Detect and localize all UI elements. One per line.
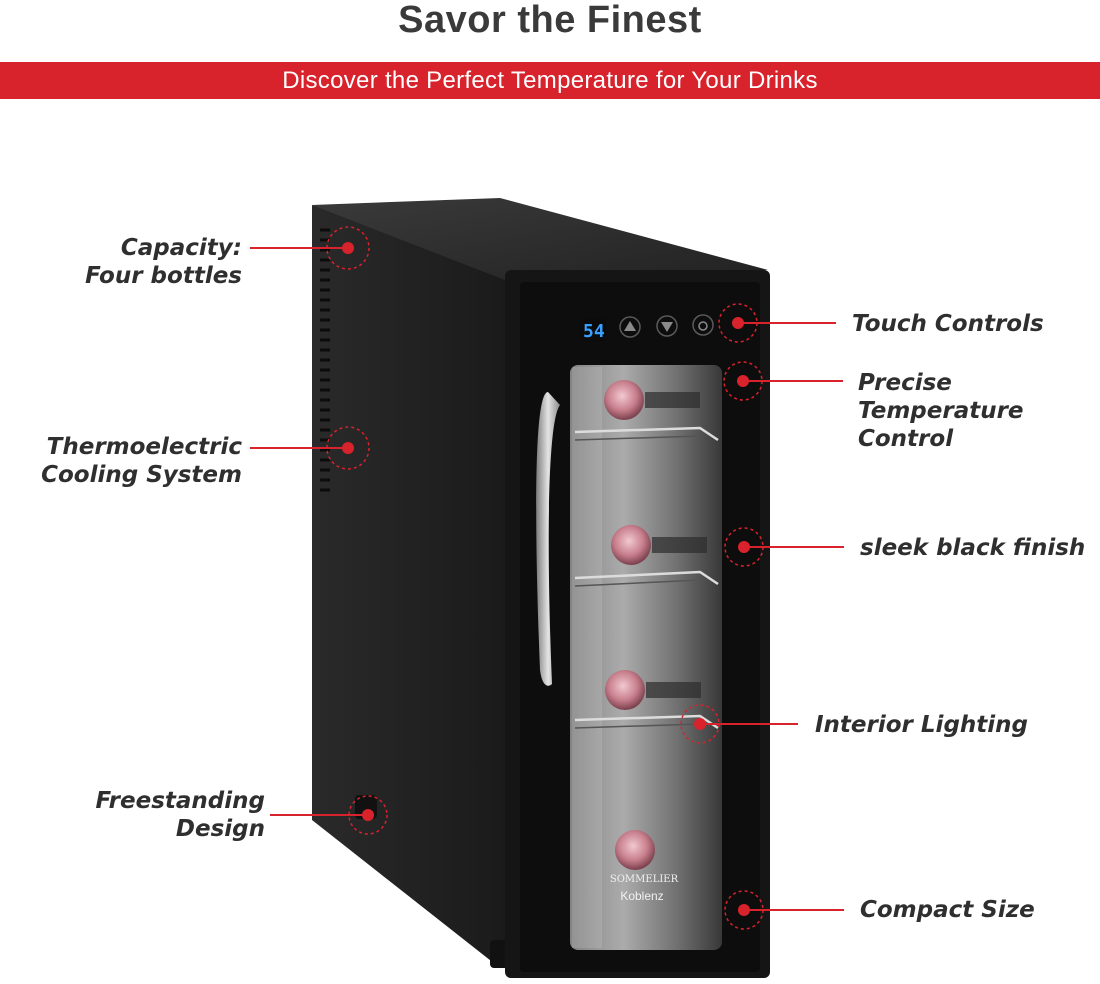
callout-finish-line1: sleek black finish <box>860 535 1086 561</box>
callout-precise-line2: Temperature <box>858 398 1024 424</box>
bottle-4 <box>615 830 655 870</box>
callout-cooling-line1: Thermoelectric <box>46 434 242 460</box>
glass-reflection <box>572 367 602 948</box>
display-bg <box>580 319 606 341</box>
callout-touch-line1: Touch Controls <box>852 311 1044 337</box>
cabinet-top <box>312 198 768 282</box>
subtitle-banner: Discover the Perfect Temperature for You… <box>0 62 1100 99</box>
callout-precise-temperature: Precise Temperature Control <box>858 369 1024 453</box>
callout-lighting-line1: Interior Lighting <box>815 712 1028 738</box>
callout-precise-line3: Control <box>858 426 954 452</box>
light-glyph <box>698 321 708 331</box>
callout-precise-line1: Precise <box>858 370 952 396</box>
callout-freestanding-line2: Design <box>175 816 265 842</box>
callout-capacity-line1: Capacity: <box>120 235 242 261</box>
callout-compact-line1: Compact Size <box>860 897 1035 923</box>
bottle-caps <box>604 380 655 870</box>
down-arrow-glyph <box>661 322 673 332</box>
callout-capacity: Capacity: Four bottles <box>85 234 242 290</box>
bottle-neck-2 <box>652 537 707 553</box>
callout-freestanding-line1: Freestanding <box>95 788 266 814</box>
callout-capacity-line2: Four bottles <box>85 263 242 289</box>
up-arrow-icon <box>619 316 641 338</box>
vent-grille <box>320 228 330 492</box>
callout-cooling: Thermoelectric Cooling System <box>41 433 242 489</box>
glass-window <box>570 365 722 950</box>
callout-freestanding: Freestanding Design <box>96 787 266 843</box>
up-arrow-glyph <box>624 321 636 331</box>
brand-logo-bottom: Koblenz <box>620 889 663 903</box>
bottle-neck-1 <box>645 392 700 408</box>
subtitle-text: Discover the Perfect Temperature for You… <box>282 67 818 94</box>
down-arrow-icon <box>656 315 678 337</box>
brand-logo-top: SOMMELIER <box>610 874 679 885</box>
cabinet-side <box>312 205 510 968</box>
bottle-neck-3 <box>646 682 701 698</box>
callout-markers <box>250 226 844 930</box>
light-icon <box>692 314 714 336</box>
temperature-display: 54 <box>583 321 605 342</box>
shelf-shadows <box>574 435 701 729</box>
callout-touch-controls: Touch Controls <box>852 310 1044 338</box>
callout-dots <box>342 242 750 916</box>
callout-interior-lighting: Interior Lighting <box>815 711 1028 739</box>
page-title: Savor the Finest <box>398 0 702 41</box>
callout-sleek-finish: sleek black finish <box>860 534 1085 562</box>
bottle-3 <box>605 670 645 710</box>
bottle-1 <box>604 380 644 420</box>
bottle-2 <box>611 525 651 565</box>
door-handle <box>536 392 560 686</box>
control-buttons <box>619 314 714 338</box>
callout-cooling-line2: Cooling System <box>41 462 242 488</box>
callout-compact-size: Compact Size <box>860 896 1035 924</box>
